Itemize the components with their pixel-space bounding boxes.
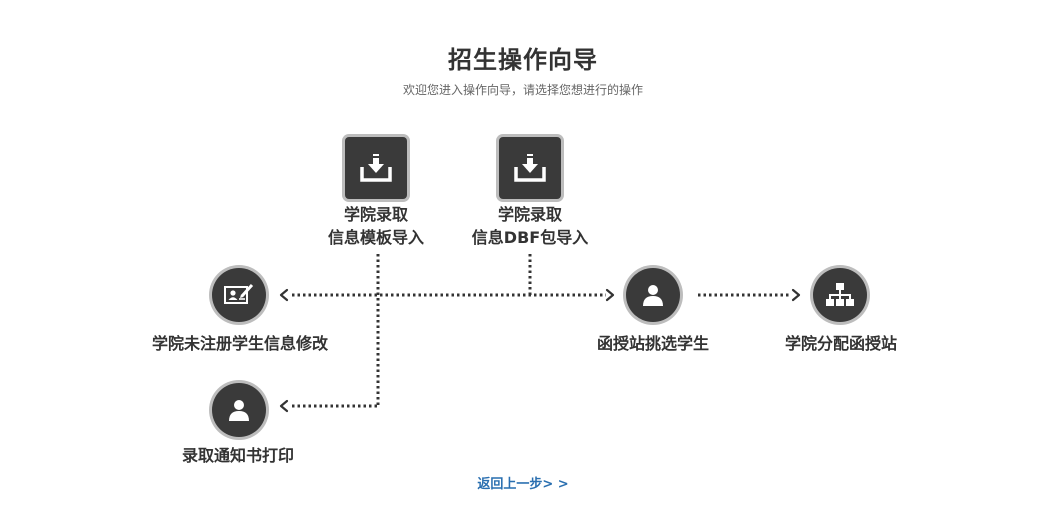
template-import-button[interactable] (345, 137, 407, 199)
id-card-edit-icon (224, 283, 254, 304)
user-icon (643, 285, 663, 306)
download-tray-icon (514, 154, 546, 182)
arrow-right-icon (791, 288, 801, 302)
user-icon (229, 400, 249, 421)
back-link[interactable]: 返回上一步> > (477, 477, 569, 492)
sitemap-icon (826, 283, 854, 306)
template-import-label[interactable]: 学院录取 信息模板导入 (318, 203, 434, 249)
print-notice-button[interactable] (212, 383, 266, 437)
print-notice-label[interactable]: 录取通知书打印 (181, 446, 294, 465)
dbf-import-label-line1: 学院录取 (497, 205, 562, 224)
page-title: 招生操作向导 (448, 46, 598, 74)
dbf-import-label-line2: 信息DBF包导入 (471, 228, 589, 247)
assign-station-label[interactable]: 学院分配函授站 (784, 334, 897, 353)
template-import-label-line2: 信息模板导入 (327, 228, 424, 247)
edit-unregistered-label[interactable]: 学院未注册学生信息修改 (151, 334, 328, 353)
arrow-left-icon (279, 288, 289, 302)
select-students-label[interactable]: 函授站挑选学生 (596, 334, 709, 353)
assign-station-button[interactable] (813, 268, 867, 322)
arrow-left-icon (279, 399, 289, 413)
page-subtitle: 欢迎您进入操作向导，请选择您想进行的操作 (402, 83, 643, 97)
template-import-label-line1: 学院录取 (343, 205, 408, 224)
dbf-import-label[interactable]: 学院录取 信息DBF包导入 (462, 203, 598, 249)
arrow-right-icon (605, 288, 615, 302)
edit-unregistered-button[interactable] (212, 268, 266, 322)
select-students-button[interactable] (626, 268, 680, 322)
download-tray-icon (360, 154, 392, 182)
dbf-import-button[interactable] (499, 137, 561, 199)
